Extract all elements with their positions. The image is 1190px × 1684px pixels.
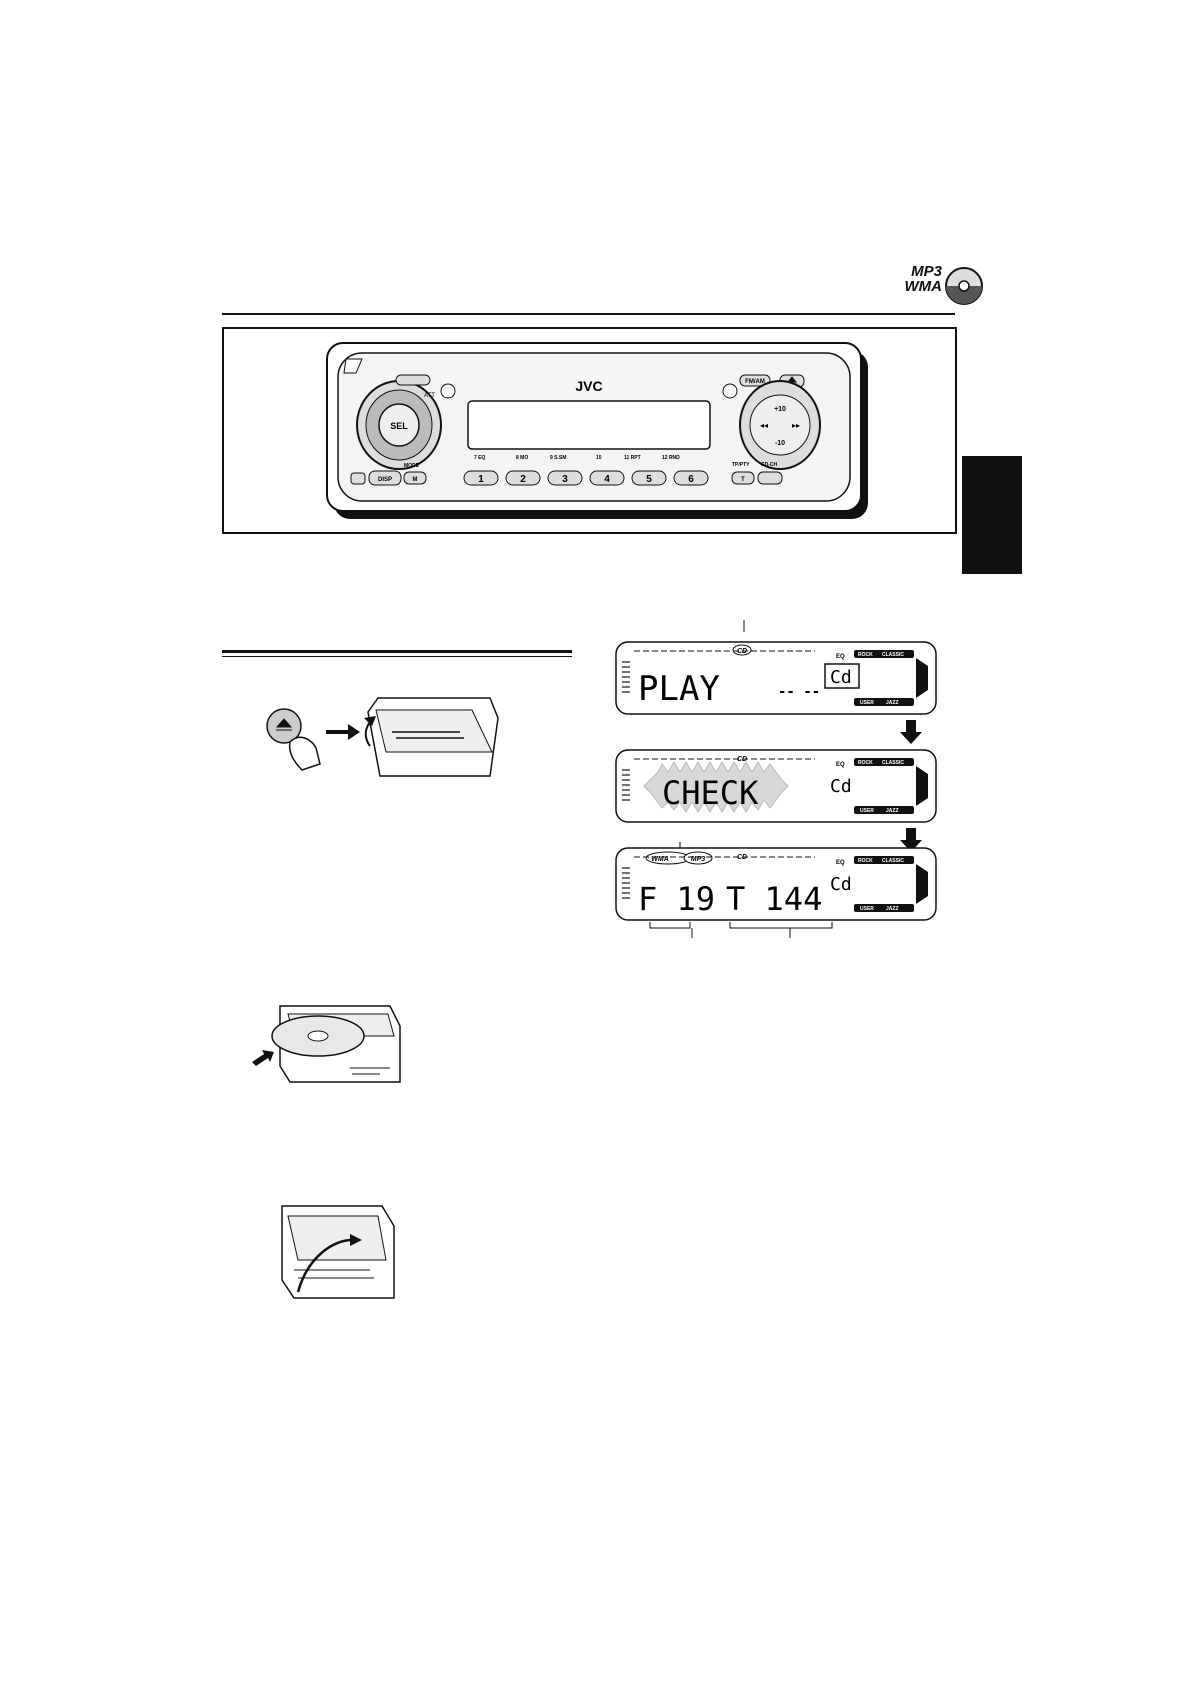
preset-button-5[interactable] bbox=[631, 470, 667, 486]
preset-label-3: 3 bbox=[562, 474, 568, 485]
display-check: CD CHECK Cd EQ ROCK CLASSIC USER JAZZ bbox=[615, 749, 937, 823]
mp3-wma-logo: MP3 WMA bbox=[870, 262, 990, 312]
prev-icon[interactable]: ◂◂ bbox=[760, 421, 768, 430]
preset-function-10: 10 bbox=[596, 455, 602, 461]
mp3-label: MP3 bbox=[911, 263, 942, 280]
finger-icon bbox=[288, 736, 321, 771]
display-file-track: WMA MP3 CD F 19 T 144 Cd EQ ROCK CLASSIC… bbox=[615, 847, 937, 921]
eq-jazz: JAZZ bbox=[886, 808, 899, 814]
control-panel-illustration: SEL ATT FM/AM JVC +10 -10 ◂◂ ▸▸ 7 EQ 8 M… bbox=[326, 342, 868, 519]
preset-function-8: 8 MO bbox=[516, 455, 528, 461]
preset-button-6[interactable] bbox=[673, 470, 709, 486]
cd-ch-label: CD-CH bbox=[761, 462, 777, 468]
display-sequence-svg: CD PLAY -- -- Cd EQ ROCK CLASSIC USER JA… bbox=[615, 617, 937, 938]
eq-label: EQ bbox=[836, 762, 845, 768]
eject-icon bbox=[275, 718, 293, 731]
tp-pty-label: TP/PTY bbox=[732, 462, 750, 468]
source-text: Cd bbox=[830, 874, 852, 895]
eq-jazz: JAZZ bbox=[886, 700, 899, 706]
arrow-down-icon bbox=[900, 720, 922, 744]
display-main-text: CHECK bbox=[662, 774, 759, 812]
preset-button-1[interactable] bbox=[463, 470, 499, 486]
eq-label: EQ bbox=[836, 860, 845, 866]
side-tab-marker bbox=[962, 456, 1022, 574]
preset-label-5: 5 bbox=[646, 474, 652, 485]
wma-label: WMA bbox=[904, 278, 943, 295]
preset-label-1: 1 bbox=[478, 474, 484, 485]
track-bracket bbox=[729, 922, 833, 938]
display-main-text: PLAY bbox=[638, 669, 720, 709]
insert-arrow-icon bbox=[252, 1050, 274, 1066]
source-text: Cd bbox=[830, 667, 852, 688]
step2-insert-disc-illustration bbox=[252, 1005, 401, 1083]
wma-badge: WMA bbox=[651, 856, 669, 863]
eq-user: USER bbox=[860, 700, 874, 706]
next-icon[interactable]: ▸▸ bbox=[792, 421, 800, 430]
eq-classic: CLASSIC bbox=[882, 760, 904, 766]
mode-key-label: M bbox=[413, 477, 418, 483]
eq-rock-classic: ROCK bbox=[858, 652, 873, 658]
source-text: Cd bbox=[830, 776, 852, 797]
preset-button-2[interactable] bbox=[505, 470, 541, 486]
arrow-down-icon-2 bbox=[900, 828, 922, 852]
blink-burst bbox=[643, 761, 789, 813]
folder-number: F 19 bbox=[638, 880, 715, 918]
fm-am-button[interactable] bbox=[739, 374, 771, 387]
section-rule-thin bbox=[222, 656, 572, 657]
mode-button[interactable] bbox=[403, 471, 427, 485]
eq-rock-classic: ROCK bbox=[858, 760, 873, 766]
preset-button-4[interactable] bbox=[589, 470, 625, 486]
display-play: CD PLAY -- -- Cd EQ ROCK CLASSIC USER JA… bbox=[615, 641, 937, 715]
up-button[interactable]: +10 bbox=[774, 406, 786, 413]
preset-function-12: 12 RND bbox=[662, 455, 680, 461]
disp-button[interactable] bbox=[368, 470, 402, 486]
step1-eject-illustration bbox=[266, 697, 499, 777]
preset-label-6: 6 bbox=[688, 474, 694, 485]
step3-close-panel-illustration bbox=[281, 1205, 395, 1299]
disc-icon bbox=[945, 267, 983, 305]
arrow-right-icon bbox=[326, 724, 360, 740]
eq-label: EQ bbox=[836, 654, 845, 660]
preset-label-4: 4 bbox=[604, 474, 610, 485]
brand-logo: JVC bbox=[575, 378, 602, 394]
mode-label: MODE bbox=[404, 463, 420, 469]
disp-label: DISP bbox=[378, 477, 392, 483]
preset-button-3[interactable] bbox=[547, 470, 583, 486]
sel-button[interactable]: SEL bbox=[390, 421, 408, 431]
display-sequence: CD PLAY -- -- Cd EQ ROCK CLASSIC USER JA… bbox=[610, 617, 950, 940]
top-rule bbox=[222, 313, 955, 315]
remote-sensor bbox=[350, 472, 366, 485]
eq-classic: CLASSIC bbox=[882, 652, 904, 658]
eq-rock-classic: ROCK bbox=[858, 858, 873, 864]
eq-user: USER bbox=[860, 808, 874, 814]
close-arrow-icon bbox=[296, 1238, 353, 1293]
preset-function-11: 11 RPT bbox=[624, 455, 641, 461]
eq-user: USER bbox=[860, 906, 874, 912]
eq-jazz: JAZZ bbox=[886, 906, 899, 912]
preset-buttons: 1 2 3 4 5 6 bbox=[463, 470, 709, 486]
eq-classic: CLASSIC bbox=[882, 858, 904, 864]
down-button[interactable]: -10 bbox=[775, 440, 785, 447]
preset-function-7: 7 EQ bbox=[474, 455, 486, 461]
preset-label-2: 2 bbox=[520, 474, 526, 485]
fm-am-label: FM/AM bbox=[745, 379, 765, 385]
display-dashes: -- -- bbox=[778, 684, 820, 700]
att-label: ATT bbox=[424, 393, 435, 399]
section-rule bbox=[222, 650, 572, 653]
folder-bracket bbox=[649, 922, 693, 938]
tp-button[interactable] bbox=[731, 471, 755, 485]
preset-function-9: 9 S.SM bbox=[550, 455, 566, 461]
track-number: T 144 bbox=[726, 880, 822, 918]
control-panel-frame: SEL ATT FM/AM JVC +10 -10 ◂◂ ▸▸ 7 EQ 8 M… bbox=[222, 327, 957, 534]
mp3-badge: MP3 bbox=[691, 856, 706, 863]
cd-ch-button[interactable] bbox=[757, 471, 783, 485]
tp-key-label: T bbox=[741, 477, 745, 483]
